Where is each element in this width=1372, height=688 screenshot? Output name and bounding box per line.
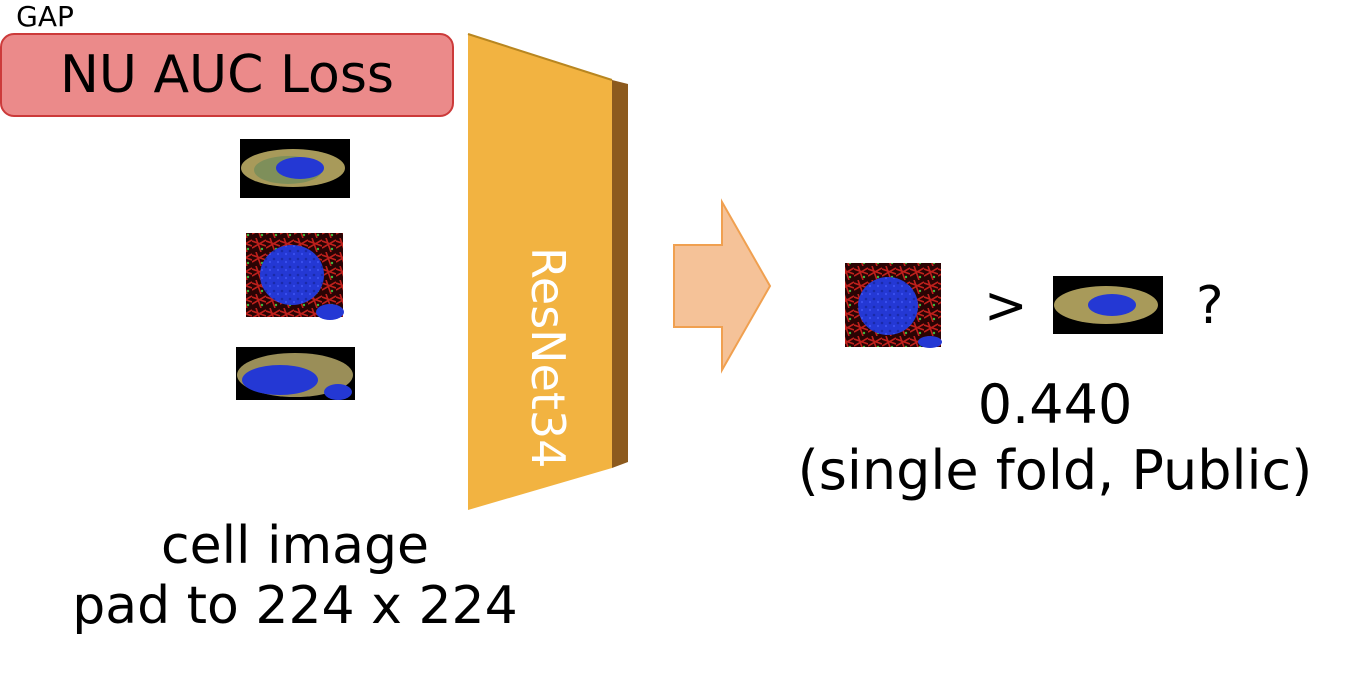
comparison-question-mark: ?: [1196, 276, 1224, 336]
result-block: 0.440 (single fold, Public): [760, 372, 1350, 504]
input-cell-image-1: [240, 139, 350, 198]
comparison-cell-image-b: [1053, 276, 1163, 334]
input-caption-line-1: cell image: [161, 516, 429, 576]
backbone-label: ResNet34: [521, 247, 575, 468]
input-cell-image-3: [236, 347, 355, 400]
loss-label: NU AUC Loss: [59, 45, 394, 105]
gap-label: GAP: [16, 0, 74, 33]
backbone-block: [467, 33, 628, 510]
result-note: (single fold, Public): [797, 439, 1313, 502]
input-caption: cell image pad to 224 x 224: [40, 516, 550, 636]
input-cell-image-2: [246, 233, 344, 320]
loss-box: NU AUC Loss: [0, 33, 454, 117]
result-score: 0.440: [977, 373, 1133, 436]
comparison-operator: >: [984, 276, 1028, 336]
gap-arrow: [673, 198, 772, 374]
input-caption-line-2: pad to 224 x 224: [72, 576, 518, 636]
comparison-cell-image-a: [845, 263, 942, 348]
